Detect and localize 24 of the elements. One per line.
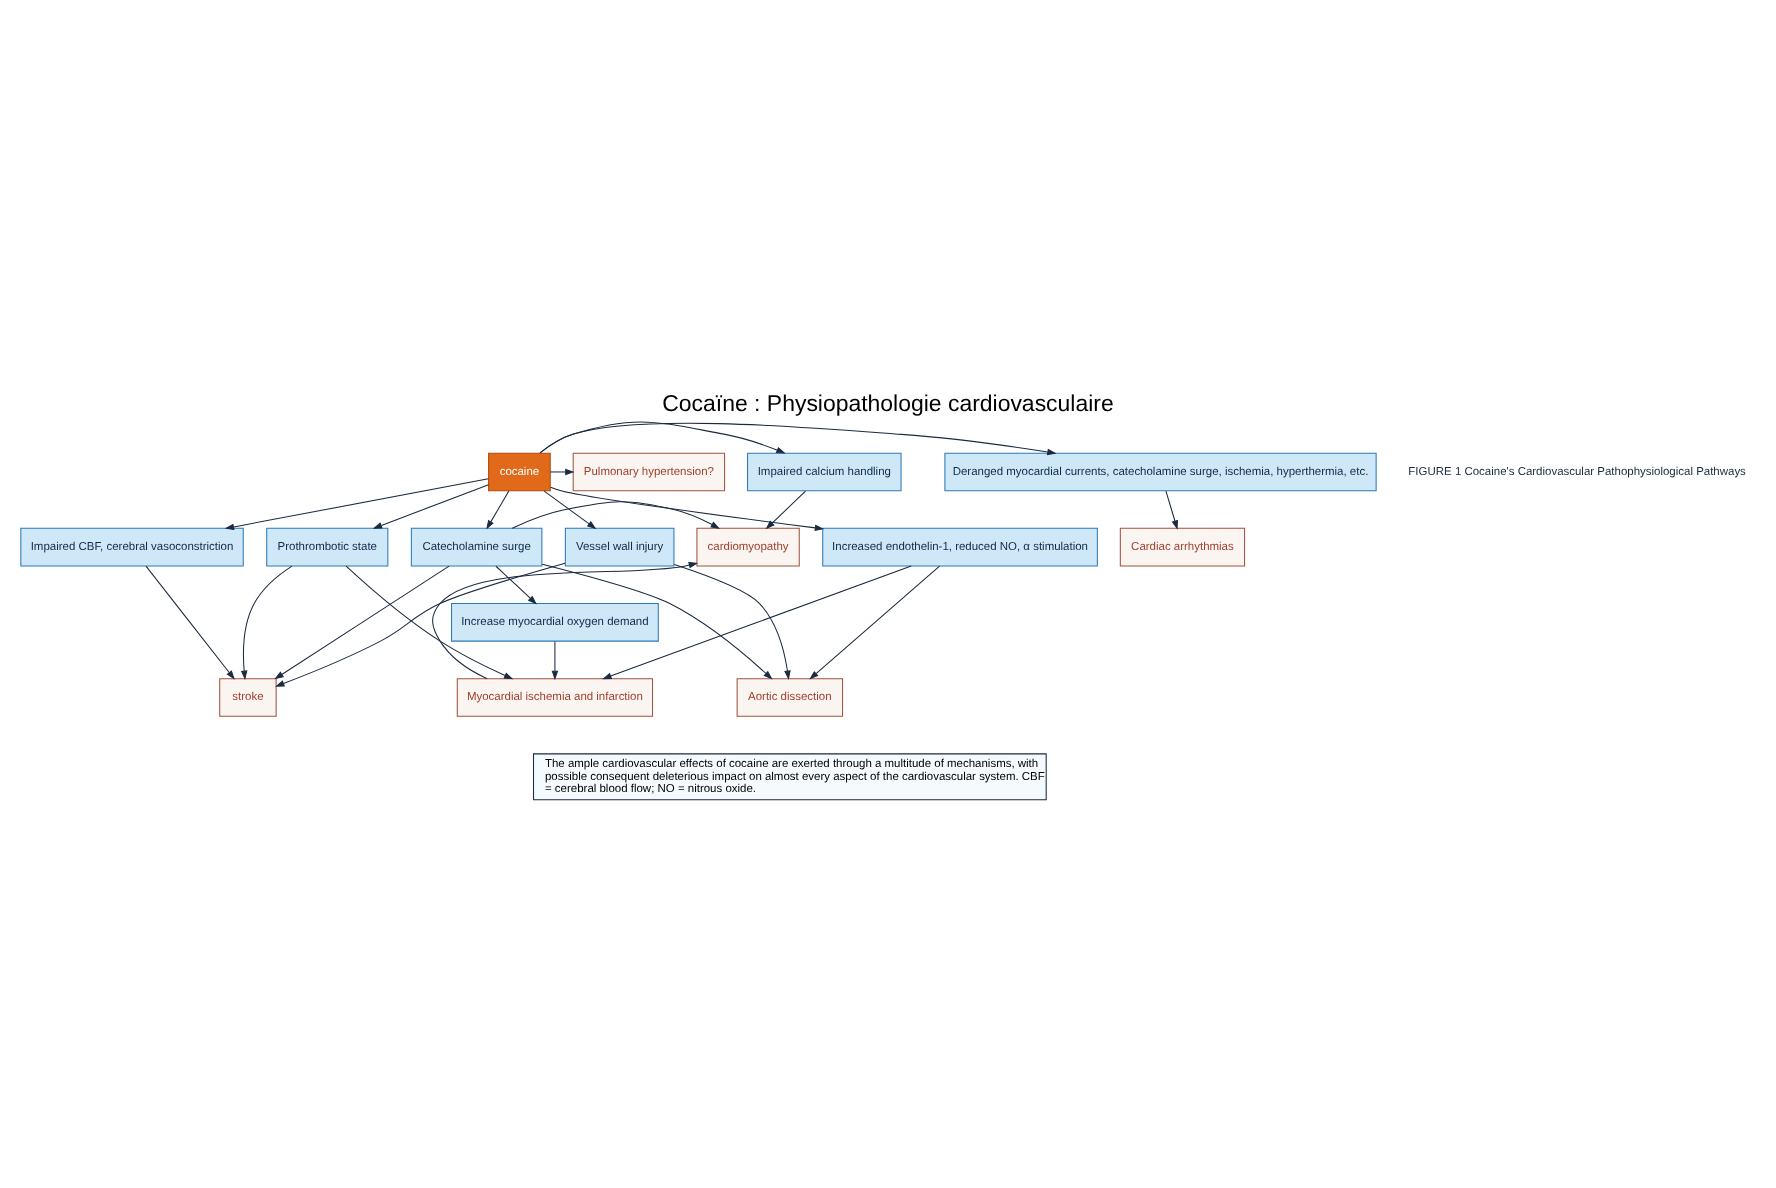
arrow xyxy=(543,490,597,530)
arrow xyxy=(224,478,489,531)
arrow xyxy=(550,486,825,532)
arrow xyxy=(1165,490,1178,530)
arrow xyxy=(602,565,912,680)
arrow xyxy=(495,565,537,605)
arrow xyxy=(511,501,721,529)
arrow xyxy=(809,565,941,680)
arrow xyxy=(539,421,786,454)
arrow xyxy=(275,562,566,687)
arrow xyxy=(765,490,806,530)
arrow xyxy=(274,565,450,680)
arrow xyxy=(541,563,773,680)
arrow xyxy=(432,561,699,680)
arrow xyxy=(673,563,791,680)
arrow xyxy=(549,468,575,476)
arrow xyxy=(345,565,514,680)
diagram-title: Cocaïne : Physiopathologie cardiovasculaire xyxy=(662,392,1114,417)
arrow xyxy=(551,640,559,681)
arrow xyxy=(539,422,1057,456)
arrow xyxy=(145,565,235,680)
arrow xyxy=(486,490,510,530)
arrow xyxy=(240,565,293,681)
arrow xyxy=(372,484,490,529)
